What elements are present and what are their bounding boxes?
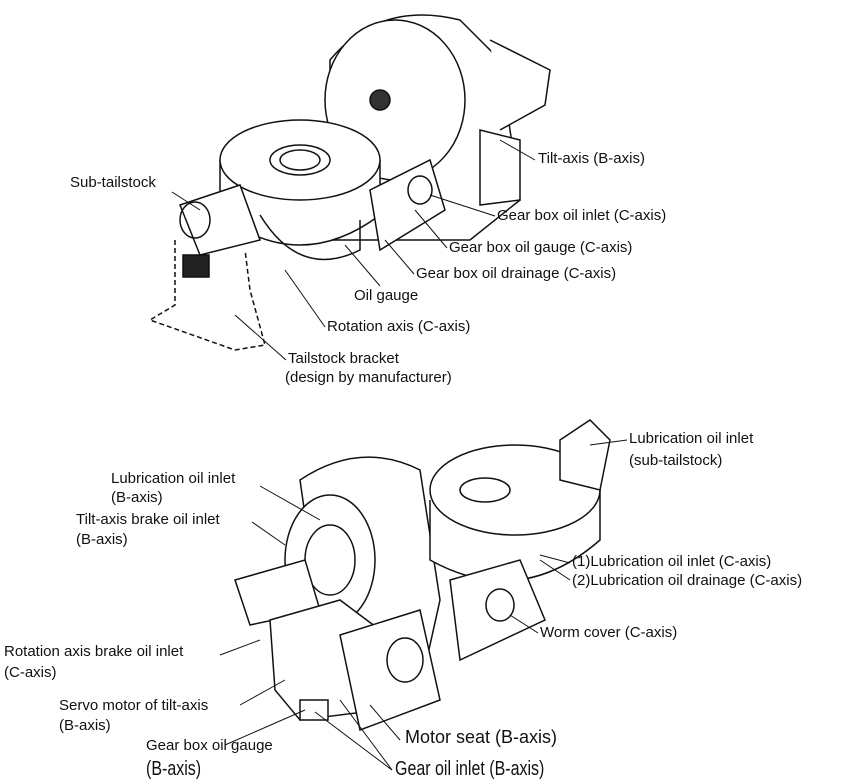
label-gear-oil-inlet-b: Gear oil inlet (B-axis): [395, 758, 545, 780]
label-lub-drain-c: (2)Lubrication oil drainage (C-axis): [572, 572, 803, 589]
label-tilt-axis: Tilt-axis (B-axis): [538, 150, 645, 167]
label-tilt-brake-inlet: Tilt-axis brake oil inlet: [76, 511, 220, 528]
label-motor-seat: Motor seat (B-axis): [405, 727, 558, 747]
label-servo-motor-2: (B-axis): [59, 717, 111, 734]
label-tilt-brake-inlet-2: (B-axis): [76, 531, 128, 548]
label-lub-oil-inlet-b-2: (B-axis): [111, 489, 163, 506]
bottom-machine-drawing: [234, 419, 611, 732]
label-rotation-axis: Rotation axis (C-axis): [327, 318, 471, 335]
top-leader-lines: [171, 139, 536, 361]
top-machine-drawing: [148, 14, 551, 351]
bottom-leader-lines: [219, 439, 628, 771]
label-gear-box-gauge-b: Gear box oil gauge: [146, 737, 273, 754]
label-worm-cover: Worm cover (C-axis): [540, 624, 678, 641]
label-servo-motor: Servo motor of tilt-axis: [59, 697, 209, 714]
label-lub-oil-inlet-sub-2: (sub-tailstock): [629, 452, 723, 469]
label-oil-gauge: Oil gauge: [354, 287, 419, 304]
label-tailstock-bracket: Tailstock bracket: [288, 350, 399, 367]
label-tailstock-bracket-note: (design by manufacturer): [285, 369, 452, 386]
label-rot-brake-inlet: Rotation axis brake oil inlet: [4, 643, 184, 660]
label-lub-oil-inlet-b: Lubrication oil inlet: [111, 470, 236, 487]
label-gear-box-oil-drainage-c: Gear box oil drainage (C-axis): [416, 265, 617, 282]
label-gear-box-oil-gauge-c: Gear box oil gauge (C-axis): [449, 239, 633, 256]
label-gear-box-gauge-b-2: (B-axis): [146, 758, 202, 780]
label-gear-box-oil-inlet-c: Gear box oil inlet (C-axis): [497, 207, 667, 224]
label-lub-inlet-c: (1)Lubrication oil inlet (C-axis): [572, 553, 772, 570]
label-sub-tailstock: Sub-tailstock: [70, 174, 156, 191]
label-rot-brake-inlet-2: (C-axis): [4, 664, 57, 681]
label-lub-oil-inlet-sub: Lubrication oil inlet: [629, 430, 754, 447]
